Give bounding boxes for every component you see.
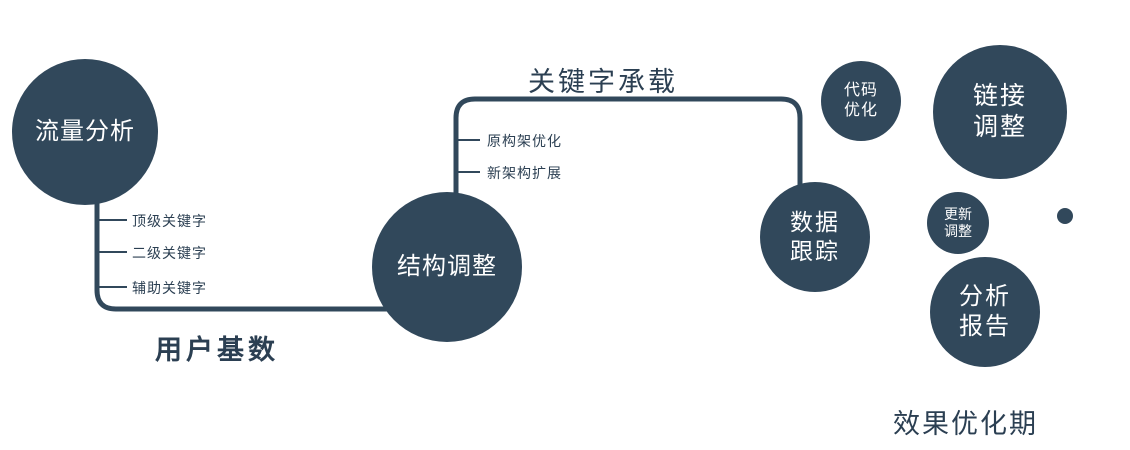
node-traffic-analysis: 流量分析 [12, 59, 158, 205]
node-link-adjustment-line1: 链接 [972, 81, 1027, 110]
node-data-tracking-line2: 跟踪 [790, 238, 840, 264]
node-link-adjustment-line2: 调整 [972, 113, 1027, 141]
edge-label-keyword-carry: 关键字承载 [528, 67, 678, 97]
dot-marker [1057, 208, 1073, 224]
node-update-adjustment-line2: 调整 [944, 223, 972, 239]
node-analysis-report-line2: 报告 [959, 313, 1011, 340]
node-data-tracking: 数据 跟踪 [760, 182, 870, 292]
node-structure-adjust-label: 结构调整 [397, 253, 497, 280]
node-code-optimization-line2: 优化 [843, 102, 878, 119]
edge-label-user-base: 用户基数 [155, 335, 279, 365]
keyword-tick-second-level: 二级关键字 [132, 245, 207, 261]
node-traffic-analysis-label: 流量分析 [35, 118, 135, 145]
node-update-adjustment: 更新 调整 [927, 192, 989, 254]
node-update-adjustment-line1: 更新 [944, 205, 972, 222]
keyword-tick-top-level: 顶级关键字 [132, 213, 207, 229]
node-code-optimization: 代码 优化 [821, 61, 901, 141]
structure-tick-original-optimize: 原构架优化 [487, 133, 562, 149]
keyword-tick-auxiliary: 辅助关键字 [132, 280, 207, 296]
node-link-adjustment: 链接 调整 [933, 45, 1067, 179]
node-structure-adjust: 结构调整 [372, 192, 522, 342]
node-code-optimization-line1: 代码 [843, 82, 878, 99]
structure-tick-new-expand: 新架构扩展 [487, 165, 562, 181]
node-analysis-report: 分析 报告 [930, 257, 1040, 367]
node-data-tracking-line1: 数据 [790, 209, 840, 236]
stage-caption: 效果优化期 [893, 409, 1038, 439]
node-analysis-report-line1: 分析 [959, 283, 1011, 310]
